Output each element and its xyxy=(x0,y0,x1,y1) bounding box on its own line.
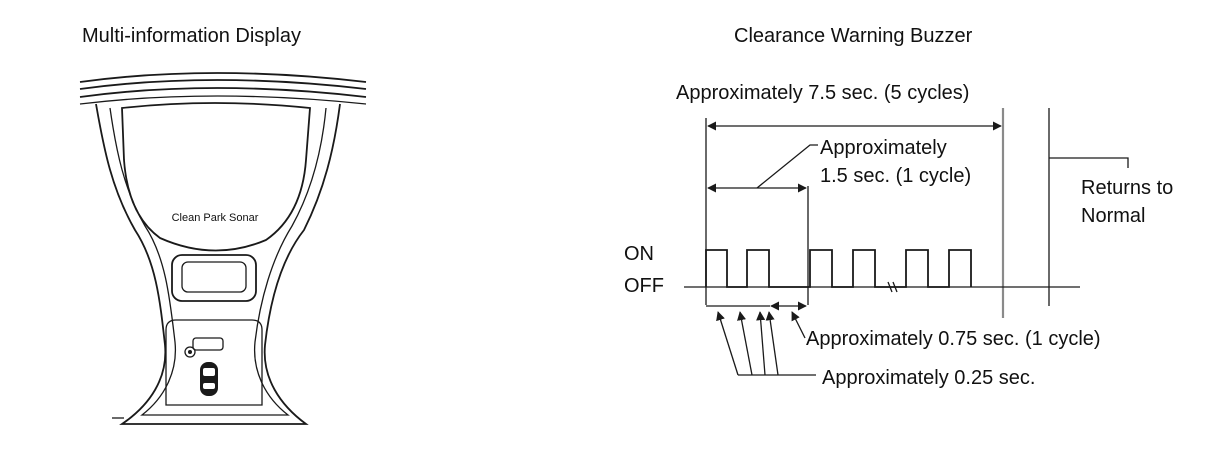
buzzer-timing-chart: Approximately 1.5 sec. (1 cycle) Returns… xyxy=(624,108,1173,389)
screen-text: Clean Park Sonar xyxy=(172,212,259,224)
off-duration-label: Approximately 0.75 sec. (1 cycle) xyxy=(806,328,1101,350)
sonar-icon xyxy=(184,346,196,358)
total-duration-label: Approximately 7.5 sec. (5 cycles) xyxy=(676,82,969,104)
cycle-duration-line2: 1.5 sec. (1 cycle) xyxy=(820,165,971,187)
cycle-duration-line1: Approximately xyxy=(820,137,947,159)
off-label: OFF xyxy=(624,275,664,297)
returns-line2: Normal xyxy=(1081,205,1145,227)
on-label: ON xyxy=(624,243,654,265)
pulse-duration-label: Approximately 0.25 sec. xyxy=(822,367,1035,389)
car-icon xyxy=(200,362,218,396)
buzzer-signal-waveform xyxy=(705,249,972,288)
multi-information-display-illustration: Clean Park Sonar xyxy=(79,72,367,425)
buzzer-title: Clearance Warning Buzzer xyxy=(734,25,973,47)
time-break-mark xyxy=(887,281,898,293)
display-title: Multi-information Display xyxy=(82,25,301,47)
returns-line1: Returns to xyxy=(1081,177,1173,199)
